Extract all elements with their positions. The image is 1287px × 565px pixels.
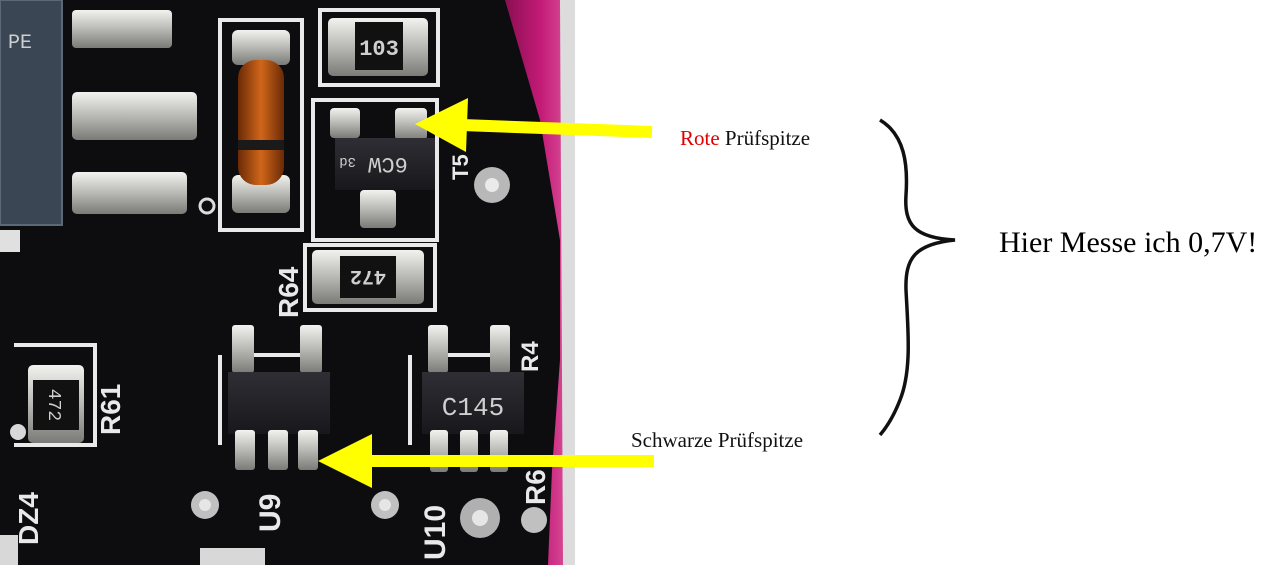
- transistor-marking-2: 3d: [339, 153, 356, 169]
- silk-r64: R64: [273, 266, 304, 318]
- resistor-103: 103: [328, 18, 428, 76]
- ic-u10: C145 U10 R6 R4: [371, 325, 551, 560]
- resistor-left-code: 472: [43, 389, 63, 421]
- resistor-103-code: 103: [359, 37, 399, 62]
- transistor-marking: 6CW: [367, 151, 407, 176]
- silk-r61: R61: [95, 384, 126, 435]
- left-ic: PE: [0, 0, 216, 252]
- board-edge: [505, 0, 575, 565]
- resistor-472-left: 472 R61 DZ4: [10, 365, 126, 545]
- black-probe-label: Schwarze Prüfspitze: [631, 428, 804, 452]
- silk-u9: U9: [254, 494, 287, 532]
- silk-u10: U10: [419, 505, 452, 560]
- ic-u9: U9: [191, 325, 330, 532]
- curly-brace: [878, 118, 956, 437]
- silk-r6: R6: [520, 469, 551, 505]
- ic-marking-pe: PE: [8, 32, 32, 55]
- u10-marking: C145: [442, 393, 504, 423]
- measurement-note: Hier Messe ich 0,7V!: [999, 226, 1258, 259]
- melf-diode: [232, 30, 290, 213]
- red-probe-label: Rote Prüfspitze: [680, 126, 810, 151]
- red-probe-label-prefix: Rote: [680, 126, 720, 150]
- silk-t5: T5: [448, 154, 473, 180]
- silk-dz4: DZ4: [13, 492, 44, 545]
- red-probe-label-suffix: Prüfspitze: [724, 126, 811, 150]
- resistor-mid-code: 472: [350, 264, 386, 287]
- pcb-photo: PE 103 6CW 3d: [0, 0, 575, 565]
- silk-r4: R4: [517, 341, 544, 372]
- resistor-472-mid: 472 R64: [273, 250, 424, 318]
